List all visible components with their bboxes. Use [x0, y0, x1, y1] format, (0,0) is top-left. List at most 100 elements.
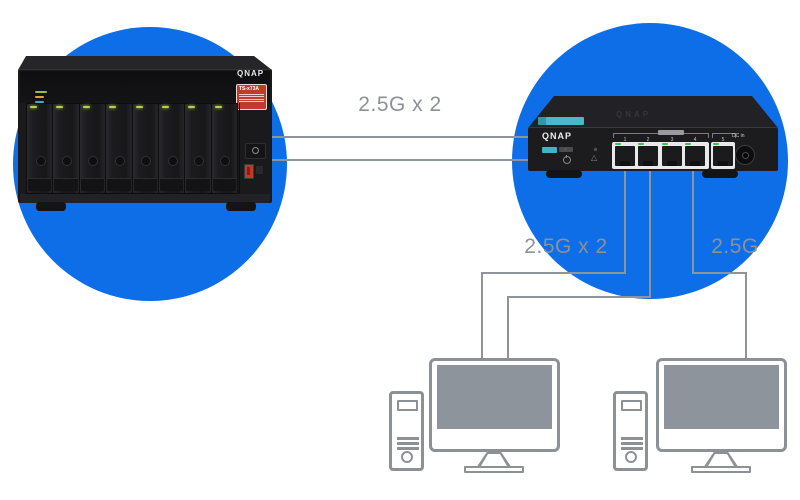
switch-foot — [546, 170, 582, 178]
port-number: 1 — [623, 137, 627, 143]
drive-led — [109, 106, 117, 108]
drive-led — [214, 106, 222, 108]
port-led — [685, 143, 691, 145]
port-group-5 — [711, 142, 735, 169]
monitor-base — [464, 466, 524, 473]
tower-drive-bay — [397, 400, 418, 411]
port-speed-tag — [658, 130, 684, 135]
tower-vent-line — [397, 437, 419, 440]
tower-vent-line — [397, 447, 419, 450]
bay-grip — [186, 178, 210, 191]
switch-pc2-speed-label: 2.5G — [711, 235, 759, 258]
ethernet-port-2 — [638, 143, 658, 166]
pc-1 — [389, 355, 579, 480]
port-number: 2 — [646, 137, 650, 143]
dc-in-label: DC in — [732, 133, 745, 139]
nas-brand-logo: QNAP — [237, 69, 265, 78]
drive-bay — [158, 104, 185, 193]
bay-grip — [159, 178, 184, 191]
switch-brand-logo: QNAP — [542, 131, 573, 141]
nas-drive-bays — [26, 103, 238, 194]
dc-power-jack — [735, 145, 755, 165]
bay-lock-icon — [62, 156, 73, 166]
nas-usb-port — [244, 164, 254, 179]
drive-bay — [27, 104, 53, 193]
drive-bay — [185, 104, 211, 193]
drive-led — [161, 106, 169, 108]
switch-pc1-speed-label: 2.5G x 2 — [524, 235, 608, 258]
nas-control-panel — [20, 71, 270, 108]
bay-lock-icon — [167, 156, 178, 166]
monitor-icon — [429, 358, 560, 452]
drive-led — [135, 106, 143, 108]
tower-vent-line — [621, 442, 643, 445]
port-led — [713, 143, 719, 145]
pc-tower-icon — [389, 391, 424, 471]
power-icon — [563, 155, 571, 164]
monitor-screen — [437, 365, 552, 429]
drive-led — [188, 106, 196, 108]
pc-tower-icon — [613, 391, 648, 471]
bay-grip — [28, 178, 52, 191]
bay-grip — [80, 178, 105, 191]
port-number: 4 — [693, 137, 697, 143]
alert-led — [594, 148, 597, 151]
drive-led — [30, 106, 37, 108]
tower-vent-line — [621, 437, 643, 440]
nas-copy-button — [256, 166, 263, 174]
drive-led — [82, 106, 90, 108]
ethernet-port-4 — [685, 143, 705, 166]
port-number: 5 — [721, 137, 725, 143]
nas-top-face — [18, 56, 272, 70]
port-group-1-4 — [612, 142, 709, 169]
port5-bracket — [712, 133, 736, 138]
bay-lock-icon — [35, 156, 46, 166]
nas-bottom-rail — [20, 194, 270, 203]
power-icon — [252, 147, 259, 154]
power-led — [564, 148, 567, 151]
port-led — [638, 143, 644, 145]
bay-grip — [54, 178, 78, 191]
switch-pc1-cable-1 — [481, 166, 626, 360]
switch-top-sticker — [538, 117, 584, 125]
bay-grip — [212, 178, 236, 191]
port-led — [615, 143, 621, 145]
nas-switch-speed-label: 2.5G x 2 — [358, 93, 442, 116]
tower-vent-line — [397, 442, 419, 445]
bay-grip — [133, 178, 157, 191]
bay-lock-icon — [114, 156, 125, 166]
port-number: 3 — [670, 137, 674, 143]
monitor-stand-inner — [481, 454, 507, 466]
tower-power-button-icon — [401, 451, 413, 463]
switch-series-badge — [542, 147, 557, 153]
alert-triangle-icon: △ — [591, 153, 598, 162]
nas-model-label: TS-x73A — [239, 86, 260, 92]
drive-led — [56, 106, 64, 108]
nas-right-column — [239, 103, 270, 194]
nas-model-sticker: TS-x73A — [236, 84, 267, 110]
bay-lock-icon — [220, 156, 231, 166]
bay-grip — [107, 178, 131, 191]
tower-drive-bay — [621, 400, 642, 411]
drive-bay — [106, 104, 132, 193]
switch-foot — [702, 170, 738, 178]
nas-power-button — [245, 143, 266, 159]
nas-device: QNAP TS-x73A — [18, 56, 272, 213]
monitor-stand-inner — [708, 454, 734, 466]
monitor-base — [691, 466, 751, 473]
switch-pc1-cable-2 — [507, 166, 651, 360]
bay-lock-icon — [193, 156, 204, 166]
tower-power-button-icon — [625, 451, 637, 463]
switch-top-embossed-logo: QNAP — [616, 110, 652, 119]
ethernet-port-5 — [713, 143, 733, 166]
port-led — [662, 143, 668, 145]
nas-foot — [36, 202, 66, 211]
ethernet-port-3 — [662, 143, 682, 166]
nas-foot — [226, 202, 256, 211]
ethernet-port-1 — [615, 143, 635, 166]
pc-2 — [613, 355, 800, 480]
drive-bay — [53, 104, 79, 193]
monitor-icon — [656, 358, 787, 452]
